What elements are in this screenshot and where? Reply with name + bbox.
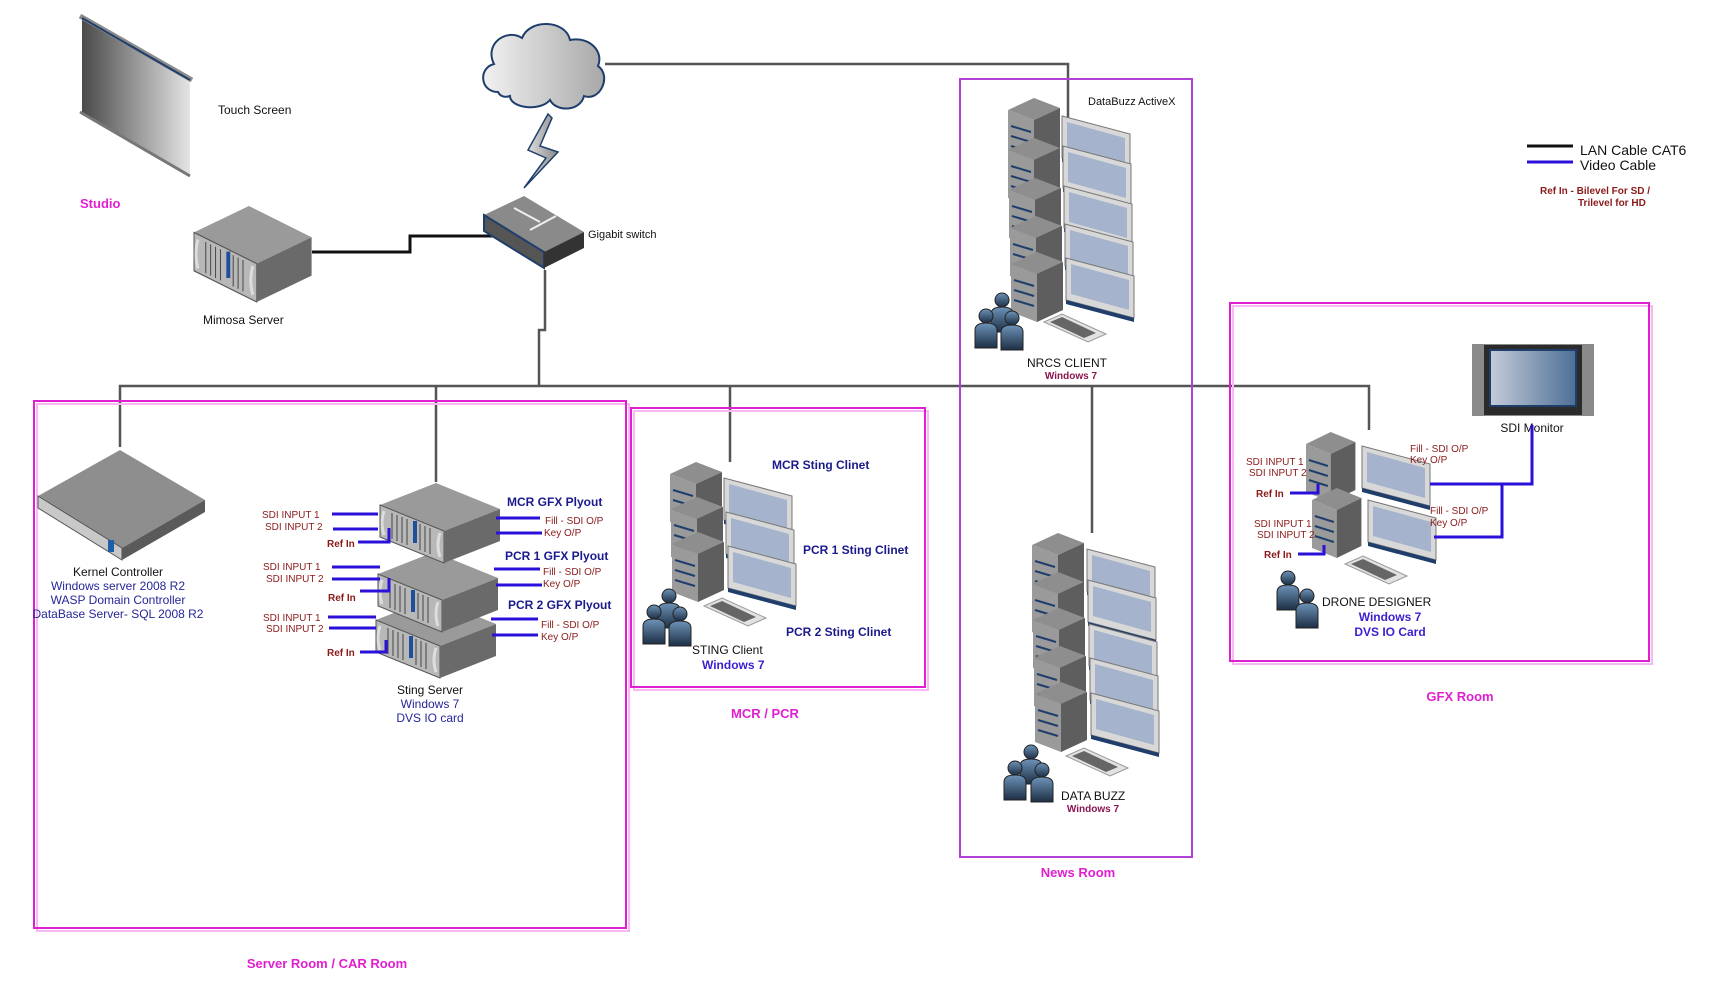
cloud-to-newsroom-cable xyxy=(605,62,1070,118)
sting-client-label: STING Client xyxy=(692,643,763,657)
drone-designer-label: DRONE DESIGNER xyxy=(1322,595,1432,609)
main-lan-bus xyxy=(118,384,1371,447)
pcr2-sting-client-label: PCR 2 Sting Clinet xyxy=(786,625,891,639)
sdi-input-1-label: SDI INPUT 1 xyxy=(1246,457,1304,468)
databuzz-workstation-icon xyxy=(1031,532,1160,777)
gfx-room-shadow xyxy=(1232,305,1653,665)
gigabit-switch-label: Gigabit switch xyxy=(588,229,656,241)
sdi-monitor-icon xyxy=(1472,344,1594,416)
ref-in-label: Ref In xyxy=(1264,550,1292,561)
sting-client-os: Windows 7 xyxy=(702,658,765,672)
lightning-icon xyxy=(523,112,560,189)
studio-room-label: Studio xyxy=(80,196,120,211)
ref-in-label: Ref In xyxy=(327,539,355,550)
server-room-label: Server Room / CAR Room xyxy=(247,956,407,971)
server-room-box xyxy=(33,400,627,929)
server-room-shadow xyxy=(36,403,630,932)
fill-output-label: Fill - SDI O/P xyxy=(545,516,604,527)
mcr-gfx-playout-label: MCR GFX Plyout xyxy=(507,495,602,509)
legend: LAN Cable CAT6 Video Cable Ref In - Bile… xyxy=(1527,142,1687,209)
sting-client-workstation-icon xyxy=(669,461,797,627)
ref-in-label: Ref In xyxy=(327,648,355,659)
users-icon xyxy=(1003,744,1054,803)
sdi-input-1-label: SDI INPUT 1 xyxy=(263,562,321,573)
legend-ref-note-2: Trilevel for HD xyxy=(1578,198,1646,209)
gfx-room-label: GFX Room xyxy=(1426,689,1493,704)
mcr-pcr-shadow xyxy=(633,410,929,691)
mimosa-server-label: Mimosa Server xyxy=(203,313,284,327)
databuzz-label: DATA BUZZ xyxy=(1061,789,1125,803)
ref-in-cables xyxy=(1290,484,1326,556)
key-output-label: Key O/P xyxy=(544,528,582,539)
fill-output-label: Fill - SDI O/P xyxy=(1430,506,1489,517)
cloud-icon xyxy=(482,23,605,110)
databuzz-activex-label: DataBuzz ActiveX xyxy=(1088,96,1176,108)
kernel-role-label: WASP Domain Controller xyxy=(51,593,186,607)
sdi-input-2-label: SDI INPUT 2 xyxy=(265,522,323,533)
sting-server-icon xyxy=(374,481,502,680)
sdi-input-2-label: SDI INPUT 2 xyxy=(266,624,324,635)
gigabit-switch-icon xyxy=(483,196,584,270)
nrcs-client-os: Windows 7 xyxy=(1045,371,1098,382)
mimosa-to-switch-cable xyxy=(312,234,530,254)
lan-cables xyxy=(118,62,1371,533)
video-cables xyxy=(332,565,542,593)
switch-downlink-cable xyxy=(537,270,547,386)
key-output-label: Key O/P xyxy=(541,632,579,643)
touch-screen-icon xyxy=(78,13,194,178)
pcr1-sting-client-label: PCR 1 Sting Clinet xyxy=(803,543,908,557)
video-cables xyxy=(332,512,542,544)
nrcs-client-workstation-icon xyxy=(1007,97,1135,343)
legend-video-label: Video Cable xyxy=(1580,157,1656,173)
touch-screen-label: Touch Screen xyxy=(218,103,291,117)
users-icon xyxy=(1276,570,1319,629)
fill-output-label: Fill - SDI O/P xyxy=(541,620,600,631)
sdi-input-1-label: SDI INPUT 1 xyxy=(263,613,321,624)
kernel-db-label: DataBase Server- SQL 2008 R2 xyxy=(33,607,204,621)
users-icon xyxy=(642,588,692,647)
news-room-label: News Room xyxy=(1041,865,1115,880)
kernel-controller-label: Kernel Controller xyxy=(73,565,163,579)
mcr-sting-client-label: MCR Sting Clinet xyxy=(772,458,869,472)
gfx-room-box xyxy=(1229,302,1650,662)
sting-server-io: MCR GFX Plyout SDI INPUT 1 SDI INPUT 2 R… xyxy=(262,495,611,659)
video-cables xyxy=(328,615,538,654)
databuzz-os: Windows 7 xyxy=(1067,804,1120,815)
pcr2-gfx-playout-label: PCR 2 GFX Plyout xyxy=(508,598,611,612)
kernel-os-label: Windows server 2008 R2 xyxy=(51,579,185,593)
sdi-input-2-label: SDI INPUT 2 xyxy=(1257,530,1315,541)
drone-designer-os: Windows 7 xyxy=(1359,610,1422,624)
pcr1-gfx-playout-label: PCR 1 GFX Plyout xyxy=(505,549,608,563)
fill-output-label: Fill - SDI O/P xyxy=(1410,444,1469,455)
mcr-pcr-box xyxy=(630,407,926,688)
legend-ref-note-1: Ref In - Bilevel For SD / xyxy=(1540,186,1650,197)
sting-server-label: Sting Server xyxy=(397,683,463,697)
sting-server-card: DVS IO card xyxy=(396,711,463,725)
mcr-pcr-room-label: MCR / PCR xyxy=(731,706,800,721)
sdi-output-cables xyxy=(1430,425,1534,539)
key-output-label: Key O/P xyxy=(1410,455,1448,466)
sdi-input-1-label: SDI INPUT 1 xyxy=(262,510,320,521)
key-output-label: Key O/P xyxy=(543,579,581,590)
ref-in-label: Ref In xyxy=(1256,489,1284,500)
kernel-controller-icon xyxy=(37,450,205,561)
legend-lan-label: LAN Cable CAT6 xyxy=(1580,142,1687,158)
nrcs-client-label: NRCS CLIENT xyxy=(1027,356,1108,370)
sdi-input-2-label: SDI INPUT 2 xyxy=(266,574,324,585)
sdi-input-2-label: SDI INPUT 2 xyxy=(1249,468,1307,479)
sting-server-os: Windows 7 xyxy=(401,697,460,711)
sdi-input-1-label: SDI INPUT 1 xyxy=(1254,519,1312,530)
ref-in-label: Ref In xyxy=(328,593,356,604)
fill-output-label: Fill - SDI O/P xyxy=(543,567,602,578)
drone-designer-card: DVS IO Card xyxy=(1354,625,1425,639)
key-output-label: Key O/P xyxy=(1430,518,1468,529)
mimosa-server-icon xyxy=(192,204,314,304)
drone-designer-io: SDI INPUT 1 SDI INPUT 2 Ref In Fill - SD… xyxy=(1246,425,1534,561)
news-room-box xyxy=(959,78,1193,858)
